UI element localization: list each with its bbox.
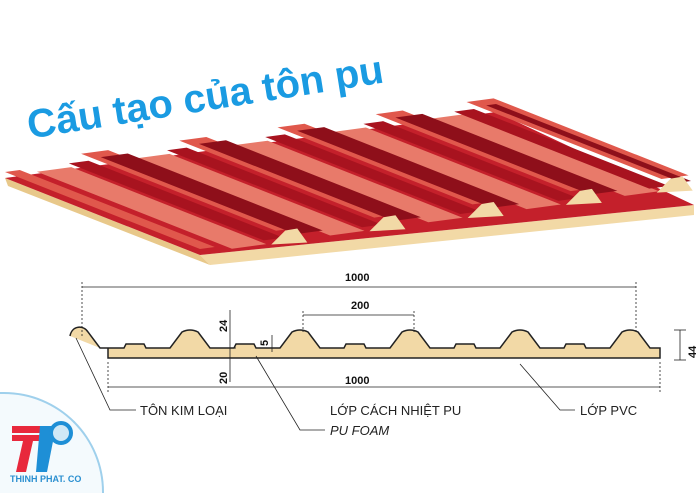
company-logo bbox=[0, 392, 104, 493]
rib-slope-left bbox=[363, 121, 579, 201]
label-pvc: LỚP PVC bbox=[580, 403, 637, 418]
dimension-lines bbox=[75, 282, 686, 431]
foam-side bbox=[5, 178, 210, 265]
dim-rib-height: 24 bbox=[218, 319, 230, 332]
rib-slope-left bbox=[454, 108, 669, 189]
dim-rib-pitch: 200 bbox=[351, 300, 369, 312]
metal-sheet-profile bbox=[69, 326, 661, 359]
edge-curl bbox=[5, 170, 215, 249]
dim-total-thickness: 44 bbox=[687, 345, 699, 358]
small-rib bbox=[233, 140, 463, 223]
rib-foam-end bbox=[369, 215, 406, 232]
small-rib bbox=[135, 153, 365, 236]
rib-foam-end bbox=[467, 202, 504, 219]
small-rib bbox=[36, 167, 267, 249]
dim-foam-thickness: 20 bbox=[218, 372, 230, 384]
rib-slope-right bbox=[198, 140, 421, 221]
dim-overall-top: 1000 bbox=[345, 272, 369, 284]
rib-slope-right bbox=[395, 113, 618, 195]
label-metal-sheet: TÔN KIM LOẠI bbox=[140, 403, 227, 418]
rib-slope-right bbox=[486, 104, 691, 183]
logo-text: THINH PHAT. CO bbox=[10, 474, 82, 484]
rib-foam-end bbox=[271, 228, 308, 245]
label-insulation: LỚP CÁCH NHIỆT PU bbox=[330, 403, 461, 418]
small-rib bbox=[429, 114, 660, 196]
rib-foam-end bbox=[656, 176, 693, 193]
rib-slope-left bbox=[167, 147, 382, 228]
rib-slope-left bbox=[265, 134, 480, 215]
small-rib bbox=[331, 127, 561, 210]
rib-foam-end bbox=[565, 188, 602, 205]
tp-logo-icon bbox=[12, 421, 73, 472]
foam-edge bbox=[200, 205, 694, 265]
rib-slope-right bbox=[100, 153, 323, 235]
label-insulation-en: PU FOAM bbox=[330, 423, 389, 438]
rib-slope-right bbox=[297, 127, 520, 208]
dim-overall-bottom: 1000 bbox=[345, 375, 369, 387]
dim-small-rib: 5 bbox=[259, 340, 271, 346]
rib-slope-left bbox=[68, 160, 284, 241]
